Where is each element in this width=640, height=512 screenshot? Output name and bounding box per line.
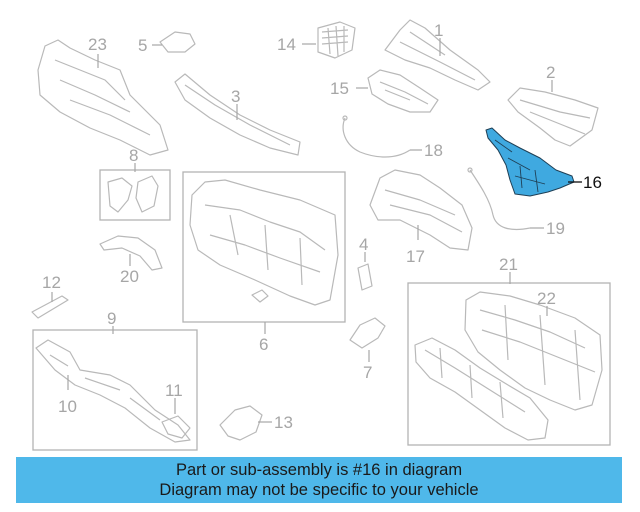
part-7[interactable]: 7 [349, 317, 386, 382]
part-2[interactable]: 2 [507, 63, 599, 147]
callout-15: 15 [330, 79, 349, 98]
part-14[interactable]: 14 [277, 21, 356, 59]
callout-12: 12 [42, 273, 61, 292]
group-box-6 [182, 171, 346, 323]
part-10[interactable]: 10 [58, 375, 77, 416]
part-19[interactable]: 19 [467, 167, 565, 238]
callout-11: 11 [165, 381, 183, 400]
callout-23: 23 [88, 35, 107, 54]
part-1[interactable]: 1 [384, 19, 491, 91]
banner-line-1: Part or sub-assembly is #16 in diagram [175, 461, 463, 479]
part-17[interactable]: 17 [369, 169, 473, 266]
callout-10: 10 [58, 397, 77, 416]
part-3[interactable]: 3 [174, 73, 301, 156]
group-box-8 [99, 169, 171, 221]
callout-20: 20 [120, 267, 139, 286]
part-23[interactable]: 23 [37, 35, 169, 156]
parts-diagram: 23 5 14 1 2 3 15 [31, 19, 611, 451]
part-16[interactable]: 16 [485, 127, 602, 197]
callout-14: 14 [277, 35, 296, 54]
callout-16: 16 [583, 173, 602, 192]
callout-17: 17 [406, 247, 425, 266]
callout-19: 19 [546, 219, 565, 238]
part-12[interactable]: 12 [31, 273, 69, 319]
callout-4: 4 [359, 235, 368, 254]
part-13[interactable]: 13 [219, 405, 293, 441]
info-banner: Part or sub-assembly is #16 in diagram D… [16, 457, 622, 503]
callout-8: 8 [129, 146, 138, 165]
callout-2: 2 [546, 63, 555, 82]
part-8[interactable]: 8 [107, 146, 159, 213]
callout-21: 21 [499, 255, 518, 274]
callout-9: 9 [107, 309, 116, 328]
banner-line-2: Diagram may not be specific to your vehi… [159, 481, 479, 499]
part-22[interactable]: 22 [414, 289, 603, 441]
callout-3: 3 [231, 87, 240, 106]
part-20[interactable]: 20 [99, 235, 163, 286]
part-21[interactable]: 21 [499, 255, 518, 284]
part-15[interactable]: 15 [330, 69, 439, 113]
callout-5: 5 [138, 36, 147, 55]
callout-18: 18 [424, 141, 443, 160]
callout-22: 22 [537, 289, 556, 308]
callout-6: 6 [259, 335, 268, 354]
part-6[interactable]: 6 [189, 179, 339, 354]
callout-7: 7 [363, 363, 372, 382]
part-18[interactable]: 18 [342, 115, 443, 160]
part-11[interactable]: 11 [161, 381, 191, 439]
callout-1: 1 [434, 21, 443, 40]
part-5[interactable]: 5 [138, 31, 196, 55]
callout-13: 13 [274, 413, 293, 432]
part-9[interactable]: 9 [35, 309, 191, 443]
part-4[interactable]: 4 [357, 235, 373, 291]
group-box-9 [32, 329, 198, 451]
group-box-21 [407, 282, 611, 446]
